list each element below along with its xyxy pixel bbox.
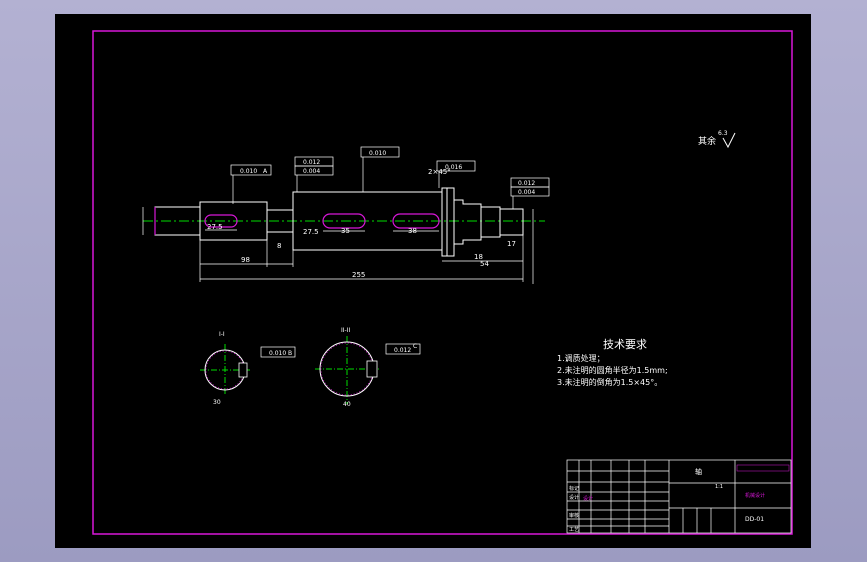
- tol-4: 0.010: [369, 150, 386, 157]
- chamfer-note: 2×45°: [428, 168, 451, 176]
- shaft-drawing: 其余 6.3: [92, 30, 793, 535]
- datum-b: B: [288, 350, 292, 357]
- dim-5: 98: [241, 256, 250, 264]
- tol-1: 0.010: [240, 168, 257, 175]
- tech-item-1: 1.调质处理；: [557, 353, 605, 363]
- roughness-symbol: [722, 132, 736, 149]
- section-left-width: 30: [213, 399, 221, 406]
- part-name: 轴: [695, 467, 702, 476]
- dimension-lines: [142, 207, 534, 284]
- drawing-number: DD-01: [745, 516, 764, 523]
- dim-3: 35: [341, 227, 350, 235]
- tol-9: 0.010: [269, 350, 286, 357]
- shaft-outline: [154, 187, 524, 257]
- section-left: I-I 30: [200, 331, 250, 406]
- tech-item-3: 3.未注明的倒角为1.5×45°。: [557, 377, 662, 387]
- section-right-width: 40: [343, 401, 351, 408]
- row-review: 审核: [569, 512, 579, 519]
- dim-7: 8: [277, 242, 281, 250]
- designer-tag: 设计: [583, 495, 593, 502]
- company-name: 机械设计: [745, 492, 765, 499]
- title-block: [566, 459, 792, 534]
- roughness-note: 其余: [698, 135, 716, 147]
- section-right: II-II 40: [315, 327, 380, 408]
- row-design: 设计: [569, 494, 579, 501]
- section-right-label: II-II: [341, 327, 350, 334]
- scale: 1:1: [715, 484, 723, 490]
- tol-3: 0.004: [303, 168, 320, 175]
- dim-8: 18: [474, 253, 483, 261]
- drawing-canvas[interactable]: 其余 6.3: [55, 14, 811, 548]
- tol-8: 0.012: [394, 347, 411, 354]
- row-process: 工艺: [569, 527, 579, 533]
- dim-4: 38: [408, 227, 417, 235]
- tech-title: 技术要求: [603, 338, 647, 351]
- dim-1: 27.5: [207, 223, 223, 231]
- tol-6: 0.012: [518, 180, 535, 187]
- tolerance-frames: [230, 146, 550, 358]
- roughness-value: 6.3: [718, 130, 728, 137]
- dim-10: 17: [507, 240, 516, 248]
- tol-7: 0.004: [518, 189, 535, 196]
- tech-requirements: 技术要求 1.调质处理； 2.未注明的圆角半径为1.5mm; 3.未注明的倒角为…: [557, 338, 668, 387]
- section-left-label: I-I: [219, 331, 225, 338]
- dim-9: 54: [480, 260, 489, 268]
- dim-6: 255: [352, 271, 365, 279]
- keyways: [154, 207, 440, 235]
- drawing-border: [92, 30, 793, 535]
- tol-2: 0.012: [303, 159, 320, 166]
- datum-a1: A: [263, 168, 268, 175]
- tol-5: 0.016: [445, 164, 462, 171]
- dim-2: 27.5: [303, 228, 319, 236]
- tech-item-2: 2.未注明的圆角半径为1.5mm;: [557, 365, 668, 375]
- datum-c: C: [413, 343, 417, 350]
- row-mark: 标记: [569, 485, 579, 492]
